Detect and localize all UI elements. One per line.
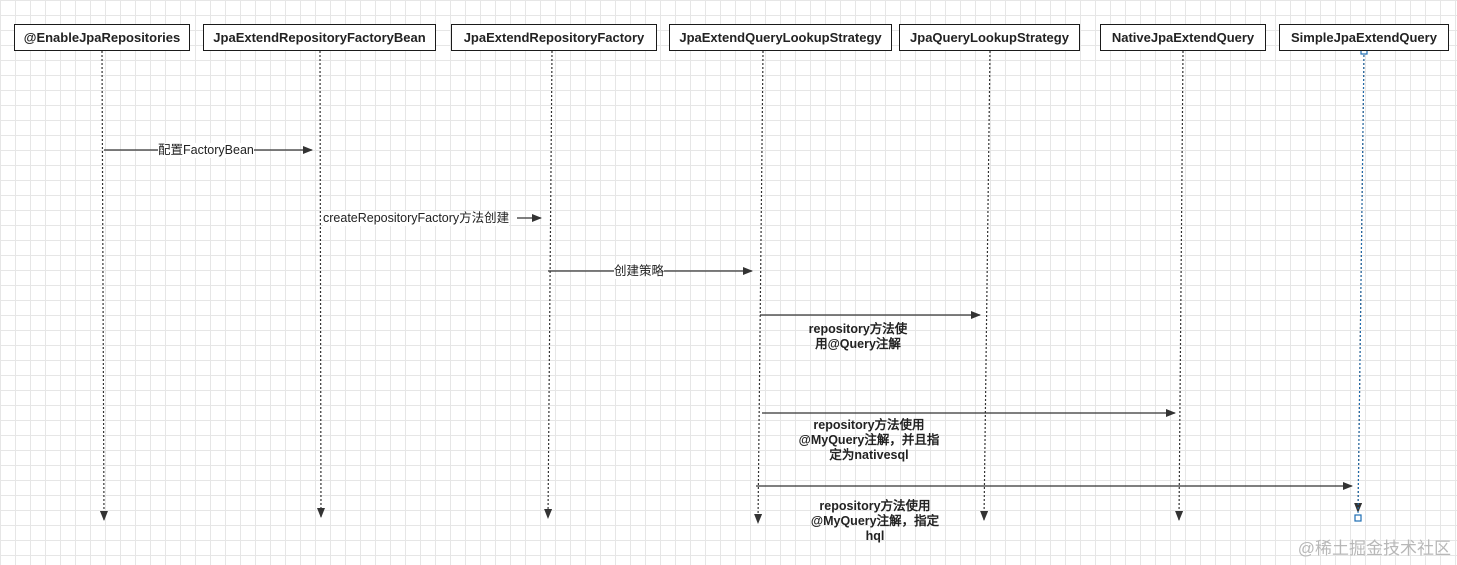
actor-simple-jpa-extend-query[interactable]: SimpleJpaExtendQuery	[1279, 24, 1449, 51]
actor-extend-query-lookup-strategy[interactable]: JpaExtendQueryLookupStrategy	[669, 24, 892, 51]
actor-enable-jpa-repositories[interactable]: @EnableJpaRepositories	[14, 24, 190, 51]
selection-handle-bottom[interactable]	[1354, 514, 1362, 522]
message-label-myquery-hql: repository方法使用@MyQuery注解，指定hql	[810, 499, 940, 543]
lifeline-simple-selection-line	[1357, 50, 1365, 519]
lifeline-native-jpa-extend-query	[1175, 50, 1184, 521]
actor-native-jpa-extend-query[interactable]: NativeJpaExtendQuery	[1100, 24, 1266, 51]
lifeline-repository-factory-bean	[316, 50, 325, 518]
watermark: @稀土掘金技术社区	[1297, 539, 1451, 558]
message-label-configure-factory-bean: 配置FactoryBean	[158, 143, 254, 158]
actor-repository-factory-bean[interactable]: JpaExtendRepositoryFactoryBean	[203, 24, 436, 51]
message-label-create-repository-factory: createRepositoryFactory方法创建	[323, 211, 510, 226]
lifeline-jpa-query-lookup-strategy	[980, 50, 991, 521]
message-label-myquery-nativesql: repository方法使用@MyQuery注解，并且指定为nativesql	[798, 418, 940, 462]
actor-repository-factory[interactable]: JpaExtendRepositoryFactory	[451, 24, 657, 51]
actor-jpa-query-lookup-strategy[interactable]: JpaQueryLookupStrategy	[899, 24, 1080, 51]
message-label-query-annotation: repository方法使用@Query注解	[808, 322, 908, 351]
lifeline-enable-jpa-repositories	[99, 50, 108, 521]
lifeline-extend-query-lookup-strategy	[754, 50, 764, 524]
message-label-create-strategy: 创建策略	[614, 264, 665, 279]
lifeline-repository-factory	[544, 50, 553, 519]
